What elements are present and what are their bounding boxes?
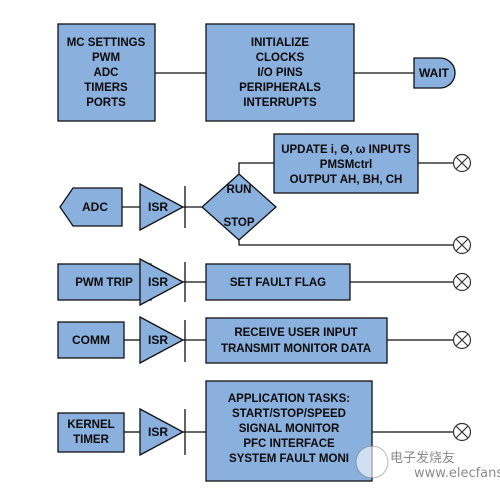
isr-triangle-adc: ISR [139, 182, 185, 232]
wait-label: WAIT [419, 66, 450, 80]
initialize-line: INITIALIZE [251, 37, 309, 49]
isr-triangle-kernel: ISR [139, 407, 185, 457]
run-label: RUN [227, 184, 252, 196]
initialize-line: CLOCKS [256, 52, 305, 64]
app-tasks-line: PFC INTERFACE [243, 438, 335, 450]
mc-settings-line: PORTS [86, 97, 126, 109]
watermark-logo-icon [355, 445, 389, 479]
update-inputs-line: OUTPUT AH, BH, CH [290, 174, 403, 186]
initialize-line: I/O PINS [257, 67, 303, 79]
comm-label: COMM [72, 333, 110, 347]
isr-triangle-pwm: ISR [139, 257, 185, 307]
adc-box: ADC [59, 187, 123, 227]
watermark: 电子发烧友 www.elecfans.com [355, 445, 500, 481]
terminator-x-icon [452, 153, 472, 173]
stop-label: STOP [223, 217, 254, 229]
terminator-x-icon [452, 235, 472, 255]
initialize-line: INTERRUPTS [243, 97, 317, 109]
app-tasks-line: APPLICATION TASKS: [228, 393, 350, 405]
pwm-trip-box: PWM TRIP [57, 263, 152, 301]
kernel-timer-line: TIMER [73, 434, 109, 446]
isr-label: ISR [148, 333, 168, 347]
terminator-x-icon [452, 422, 472, 442]
receive-user-input-box: RECEIVE USER INPUT TRANSMIT MONITOR DATA [205, 317, 388, 364]
application-tasks-box: APPLICATION TASKS: START/STOP/SPEED SIGN… [205, 380, 373, 482]
set-fault-flag-box: SET FAULT FLAG [205, 263, 351, 301]
watermark-url: www.elecfans.com [414, 466, 500, 481]
wait-terminal: WAIT [413, 57, 456, 89]
connector-stop-to-x [238, 229, 453, 246]
app-tasks-line: SYSTEM FAULT MONI [229, 453, 349, 465]
terminator-x-icon [452, 272, 472, 292]
mc-settings-line: MC SETTINGS [67, 37, 146, 49]
isr-label: ISR [148, 425, 168, 439]
terminator-x-icon [452, 330, 472, 350]
receive-line: RECEIVE USER INPUT [234, 327, 357, 339]
mc-settings-line: TIMERS [84, 82, 128, 94]
kernel-timer-line: KERNEL [67, 419, 114, 431]
initialize-line: PERIPHERALS [239, 82, 321, 94]
watermark-text: 电子发烧友 [390, 450, 455, 466]
run-stop-diamond: RUN STOP [201, 173, 277, 241]
mc-settings-line: ADC [94, 67, 119, 79]
app-tasks-line: SIGNAL MONITOR [239, 423, 340, 435]
update-inputs-line: UPDATE i, Θ, ω INPUTS [281, 144, 411, 156]
app-tasks-line: START/STOP/SPEED [232, 408, 346, 420]
adc-label: ADC [82, 200, 108, 214]
kernel-timer-box: KERNEL TIMER [57, 412, 125, 453]
pwm-trip-label: PWM TRIP [75, 277, 133, 289]
update-inputs-box: UPDATE i, Θ, ω INPUTS PMSMctrl OUTPUT AH… [273, 133, 419, 194]
isr-triangle-comm: ISR [139, 315, 185, 365]
update-inputs-line: PMSMctrl [320, 159, 372, 171]
initialize-box: INITIALIZE CLOCKS I/O PINS PERIPHERALS I… [205, 23, 355, 122]
isr-label: ISR [148, 200, 168, 214]
mc-settings-line: PWM [92, 52, 120, 64]
comm-box: COMM [57, 321, 125, 359]
isr-label: ISR [148, 275, 168, 289]
mc-settings-box: MC SETTINGS PWM ADC TIMERS PORTS [57, 23, 156, 122]
set-fault-flag-label: SET FAULT FLAG [230, 277, 326, 289]
receive-line: TRANSMIT MONITOR DATA [221, 343, 371, 355]
